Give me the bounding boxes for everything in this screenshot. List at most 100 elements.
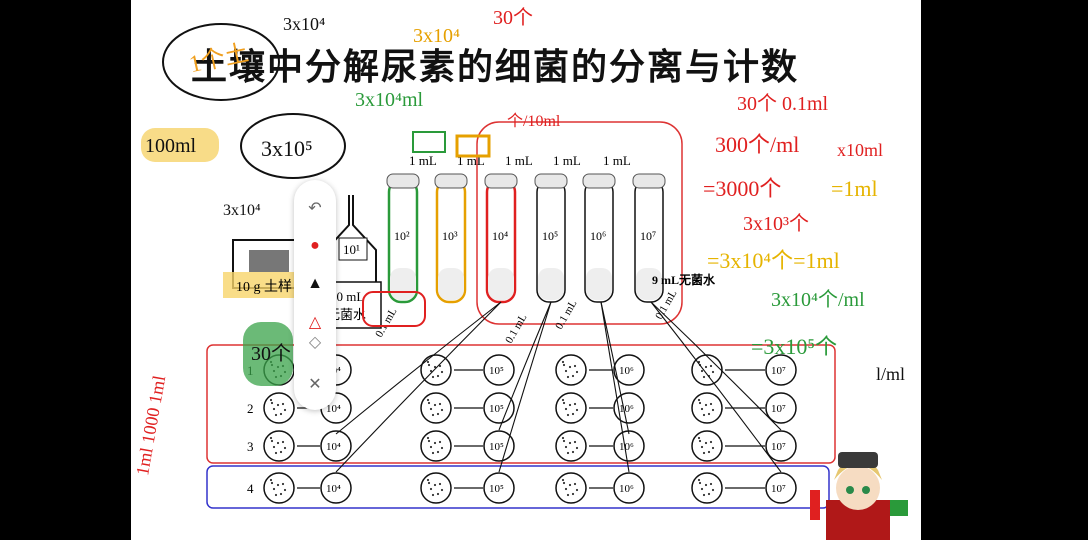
dish-label: 10⁶ — [619, 403, 634, 415]
eraser-icon[interactable]: ◇ — [308, 334, 322, 351]
plating-arrow — [650, 301, 782, 473]
highlighter-icon[interactable]: △ — [308, 314, 322, 331]
dish-label: 10⁴ — [326, 403, 341, 415]
svg-text:=3x10⁴个=1ml: =3x10⁴个=1ml — [707, 248, 840, 273]
petri-dish: 10⁶ — [555, 354, 645, 386]
petri-dish: 10⁶ — [555, 392, 645, 424]
plating-arrows — [335, 301, 782, 473]
dish-label: 10⁵ — [489, 403, 504, 415]
petri-dish: 10⁷ — [691, 430, 797, 462]
petri-dish: 10⁷ — [691, 354, 797, 386]
test-tube: 10³ — [434, 173, 468, 304]
plating-arrow — [335, 301, 502, 435]
streamer-avatar — [810, 452, 908, 540]
marker-icon[interactable]: ▲ — [307, 275, 323, 292]
tube-label: 10⁷ — [640, 229, 656, 243]
petri-dish: 10⁵ — [420, 392, 515, 424]
plating-arrow — [498, 301, 552, 473]
whiteboard-canvas[interactable]: 土壤中分解尿素的细菌的分离与计数 10 g 土样 10¹ 90 mL 无菌水 1… — [131, 0, 921, 540]
plating-arrow — [650, 301, 782, 431]
dish-label: 10⁵ — [489, 483, 504, 495]
tube-label: 10⁴ — [492, 229, 508, 243]
petri-dish: 10⁴ — [263, 472, 352, 504]
dish-label: 10⁴ — [326, 483, 341, 495]
dish-label: 10⁶ — [619, 441, 634, 453]
svg-text:3x10³个: 3x10³个 — [743, 212, 809, 235]
plating-arrow — [600, 301, 630, 473]
dish-label: 10⁷ — [771, 441, 786, 453]
svg-text:1ml 1000 1ml: 1ml 1000 1ml — [132, 374, 169, 477]
petri-dish: 10⁵ — [420, 472, 515, 504]
tube-water-label: 9 mL无菌水 — [652, 272, 716, 287]
test-tubes: 10² 10³ 10⁴ 10⁵ 10⁶ 10⁷ — [386, 173, 666, 304]
tube-label: 10⁵ — [542, 229, 558, 243]
svg-text:30个: 30个 — [493, 6, 533, 29]
svg-text:x10ml: x10ml — [837, 140, 883, 160]
petri-dish: 10⁴ — [263, 392, 352, 424]
drawing-toolbar: ↶ ● ▲ △ ◇ ✕ — [294, 180, 336, 410]
transfer-label: 1 mL — [603, 153, 631, 168]
dish-label: 10⁷ — [771, 403, 786, 415]
page-title: 土壤中分解尿素的细菌的分离与计数 — [191, 47, 800, 88]
soil-sample: 10 g 土样 — [223, 239, 308, 298]
svg-text:3x10⁴: 3x10⁴ — [223, 202, 261, 219]
svg-text:300个/ml: 300个/ml — [715, 132, 799, 157]
dish-label: 10⁷ — [771, 483, 786, 495]
dish-label: 10⁵ — [489, 441, 504, 453]
petri-dish: 10⁶ — [555, 430, 645, 462]
transfer-label: 1 mL — [505, 153, 533, 168]
close-icon[interactable]: ✕ — [308, 376, 322, 393]
petri-dish: 10⁷ — [691, 392, 797, 424]
sample-label: 10 g 土样 — [236, 279, 292, 295]
svg-text:1个土: 1个土 — [187, 39, 251, 78]
tube-label: 10⁶ — [590, 229, 606, 243]
tube-label: 10³ — [442, 229, 458, 243]
test-tube: 10⁵ — [534, 173, 568, 303]
row-number: 3 — [247, 439, 254, 454]
dish-label: 10⁴ — [326, 441, 341, 453]
test-tube: 10⁴ — [484, 173, 518, 304]
plating-arrow — [498, 301, 552, 431]
flask-water-label: 90 mL — [330, 289, 364, 304]
test-tube: 10² — [386, 173, 420, 304]
svg-text:100ml: 100ml — [145, 135, 197, 157]
svg-text:30个: 30个 — [251, 342, 291, 365]
petri-dish: 10⁶ — [555, 472, 645, 504]
svg-text:=3x10⁵个: =3x10⁵个 — [751, 334, 837, 359]
svg-text:30个 0.1ml: 30个 0.1ml — [737, 92, 829, 115]
dilution-diagram: 10 g 土样 10¹ 90 mL 无菌水 10² 10³ 10⁴ 10⁵ 10⁶ 10⁷… — [132, 6, 905, 509]
plating-arrow — [335, 301, 502, 473]
svg-text:=3000个: =3000个 — [703, 176, 781, 201]
svg-text:3x10⁴: 3x10⁴ — [413, 25, 460, 47]
petri-dish: 10⁴ — [263, 430, 352, 462]
transfer-label: 1 mL — [409, 153, 437, 168]
svg-text:3x10⁴: 3x10⁴ — [283, 14, 325, 34]
transfer-label: 1 mL — [553, 153, 581, 168]
test-tube: 10⁷ — [632, 173, 666, 303]
test-tube: 10⁶ — [582, 173, 616, 303]
flask-label: 10¹ — [343, 242, 360, 257]
undo-icon[interactable]: ↶ — [308, 200, 322, 217]
svg-text:3x10⁴个/ml: 3x10⁴个/ml — [771, 288, 865, 311]
dish-label: 10⁵ — [489, 365, 504, 377]
tube-label: 10² — [394, 229, 410, 243]
petri-dish: 10⁵ — [420, 430, 515, 462]
dish-label: 10⁷ — [771, 365, 786, 377]
dish-label: 10⁶ — [619, 483, 634, 495]
plating-arrow — [600, 301, 630, 435]
petri-dish: 10⁷ — [691, 472, 797, 504]
svg-text:=1ml: =1ml — [831, 176, 878, 201]
plating-label: 0.1 mL — [553, 298, 579, 332]
svg-text:l/ml: l/ml — [876, 364, 905, 384]
petri-dish-grid: 10⁴10⁵10⁶10⁷10⁴10⁵10⁶10⁷10⁴10⁵10⁶10⁷10⁴1… — [263, 354, 797, 504]
dish-label: 10⁶ — [619, 365, 634, 377]
petri-dish: 10⁵ — [420, 354, 515, 386]
svg-text:3x10⁴ml: 3x10⁴ml — [355, 89, 424, 111]
svg-text:个/10ml: 个/10ml — [507, 112, 561, 130]
row-number: 2 — [247, 401, 254, 416]
row-number: 4 — [247, 481, 254, 496]
pen-icon[interactable]: ● — [310, 237, 320, 254]
svg-text:3x10⁵: 3x10⁵ — [261, 136, 313, 161]
flask-water-label-2: 无菌水 — [327, 307, 366, 322]
plating-label: 0.1 mL — [503, 312, 529, 346]
